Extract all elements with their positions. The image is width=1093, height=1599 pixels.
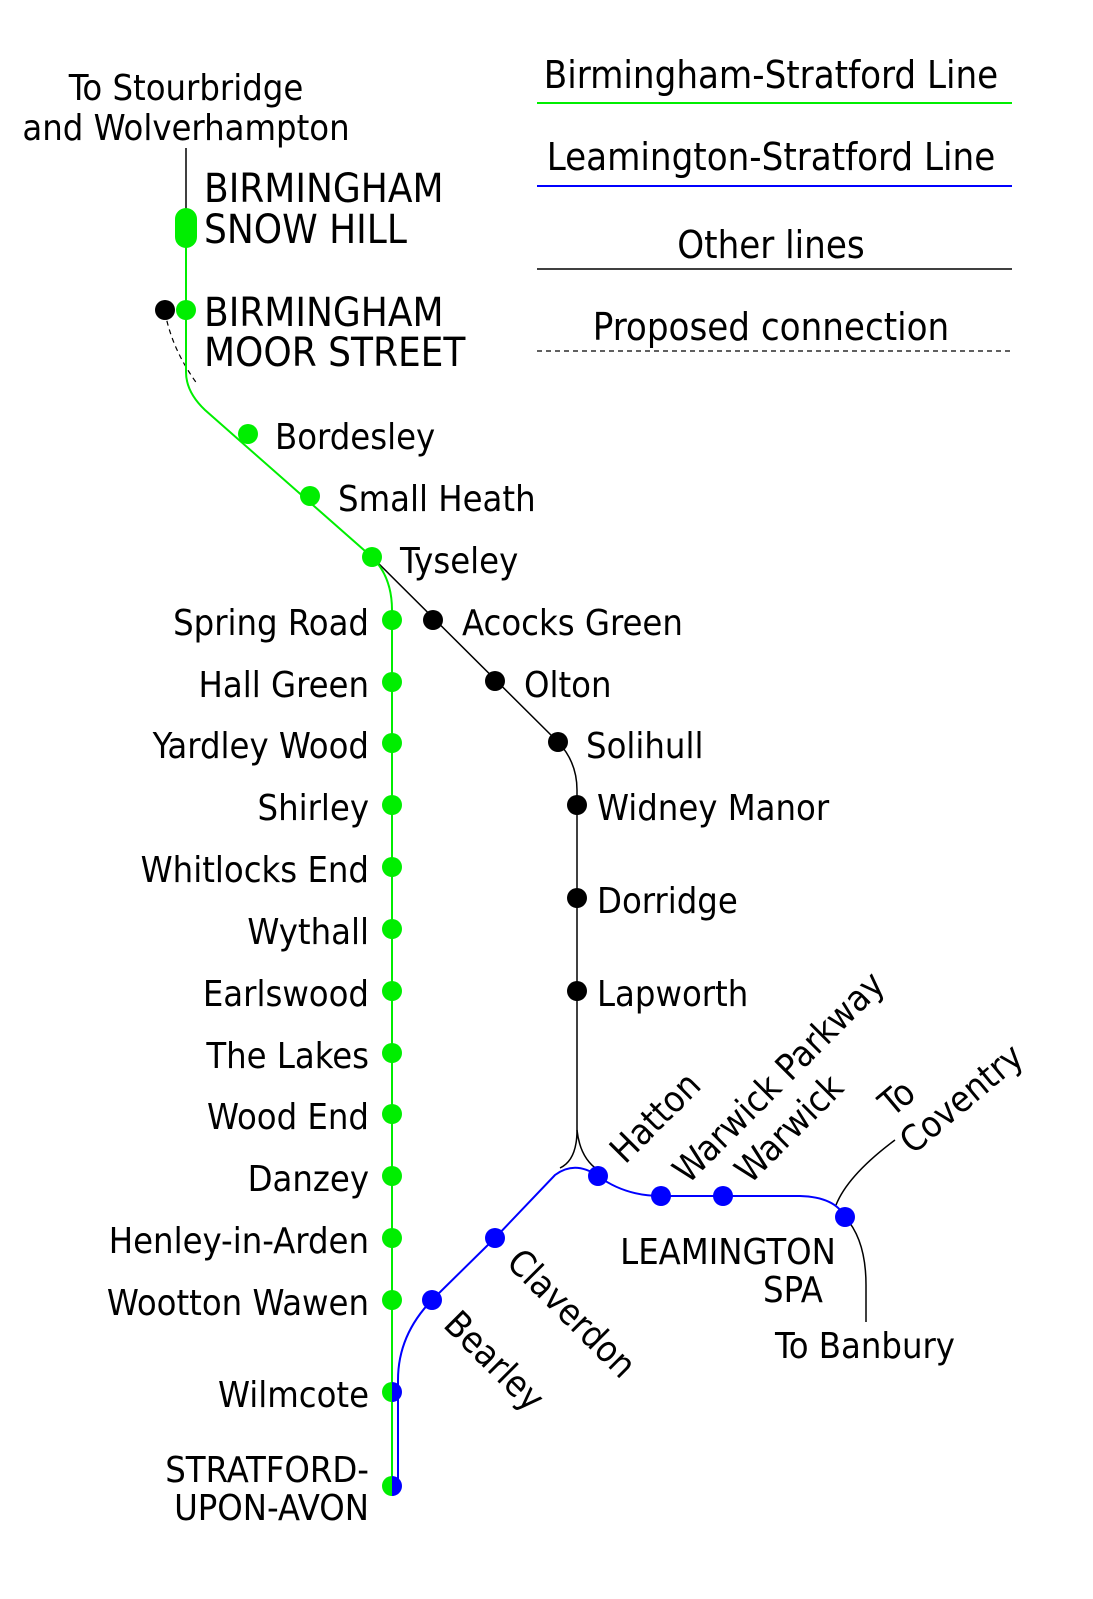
destination-stourbridge-label-line2: and Wolverhampton bbox=[22, 108, 349, 149]
station-marker-spring-road[interactable] bbox=[382, 610, 402, 630]
proposed-connection-line bbox=[164, 311, 199, 386]
line-lapworth-junction bbox=[559, 1129, 578, 1169]
station-marker-small-heath[interactable] bbox=[300, 486, 320, 506]
destination-labels: To Stourbridge and Wolverhampton To Cove… bbox=[22, 68, 1031, 1367]
station-marker-olton[interactable] bbox=[485, 671, 505, 691]
station-label-bearley: Bearley bbox=[436, 1303, 552, 1419]
station-marker-tyseley[interactable] bbox=[362, 547, 382, 567]
station-label-tyseley: Tyseley bbox=[399, 541, 518, 582]
station-label-danzey: Danzey bbox=[248, 1159, 369, 1200]
station-label-wythall: Wythall bbox=[247, 912, 369, 953]
line-lapworth-junction-right bbox=[576, 1129, 599, 1171]
birmingham-stratford-line bbox=[185, 210, 393, 1488]
station-label-earlswood: Earlswood bbox=[203, 974, 369, 1015]
station-marker-leamington-spa[interactable] bbox=[835, 1207, 855, 1227]
line-to-coventry bbox=[835, 1139, 896, 1206]
station-label-lapworth: Lapworth bbox=[597, 974, 748, 1015]
station-marker-bordesley[interactable] bbox=[238, 424, 258, 444]
legend-proposed-connection-label: Proposed connection bbox=[593, 305, 949, 349]
station-label-acocks-green: Acocks Green bbox=[462, 603, 683, 644]
station-label-leamington-line1: LEAMINGTON bbox=[620, 1232, 836, 1273]
station-marker-earlswood[interactable] bbox=[382, 981, 402, 1001]
station-label-wootton-wawen: Wootton Wawen bbox=[107, 1283, 369, 1324]
station-marker-wood-end[interactable] bbox=[382, 1104, 402, 1124]
destination-banbury-label: To Banbury bbox=[774, 1326, 955, 1367]
station-label-bordesley: Bordesley bbox=[275, 417, 435, 458]
station-marker-solihull[interactable] bbox=[548, 732, 568, 752]
station-marker-henley-in-arden[interactable] bbox=[382, 1228, 402, 1248]
station-label-the-lakes: The Lakes bbox=[205, 1036, 369, 1077]
station-marker-widney-manor[interactable] bbox=[567, 795, 587, 815]
station-marker-shirley[interactable] bbox=[382, 795, 402, 815]
station-marker-bearley[interactable] bbox=[422, 1290, 442, 1310]
legend: Birmingham-Stratford Line Leamington-Str… bbox=[537, 53, 1012, 352]
station-marker-wilmcote[interactable] bbox=[382, 1382, 402, 1402]
station-labels: BIRMINGHAM SNOW HILL BIRMINGHAM MOOR STR… bbox=[107, 166, 893, 1529]
station-marker-acocks-green[interactable] bbox=[423, 610, 443, 630]
station-label-widney-manor: Widney Manor bbox=[597, 788, 830, 829]
station-label-spring-road: Spring Road bbox=[173, 603, 369, 644]
station-marker-wootton-wawen[interactable] bbox=[382, 1290, 402, 1310]
station-label-shirley: Shirley bbox=[258, 788, 370, 829]
station-marker-moor-street-green[interactable] bbox=[176, 300, 196, 320]
green-trunk bbox=[185, 210, 393, 1488]
station-label-moor-street-line2: MOOR STREET bbox=[204, 330, 466, 376]
station-marker-wythall[interactable] bbox=[382, 919, 402, 939]
station-label-snow-hill-line1: BIRMINGHAM bbox=[204, 166, 444, 212]
station-label-solihull: Solihull bbox=[586, 726, 703, 767]
legend-leamington-stratford-label: Leamington-Stratford Line bbox=[547, 135, 996, 179]
station-label-wilmcote: Wilmcote bbox=[218, 1375, 369, 1416]
line-to-banbury bbox=[844, 1216, 867, 1322]
station-label-yardley-wood: Yardley Wood bbox=[152, 726, 369, 767]
station-marker-lapworth[interactable] bbox=[567, 981, 587, 1001]
legend-birmingham-stratford-label: Birmingham-Stratford Line bbox=[544, 53, 998, 97]
station-marker-moor-street-black[interactable] bbox=[155, 300, 175, 320]
station-marker-the-lakes[interactable] bbox=[382, 1043, 402, 1063]
station-marker-whitlocks-end[interactable] bbox=[382, 857, 402, 877]
station-marker-warwick[interactable] bbox=[713, 1186, 733, 1206]
station-label-moor-street-line1: BIRMINGHAM bbox=[204, 290, 444, 336]
station-marker-danzey[interactable] bbox=[382, 1166, 402, 1186]
station-marker-yardley-wood[interactable] bbox=[382, 733, 402, 753]
station-label-stratford-line2: UPON-AVON bbox=[174, 1488, 369, 1529]
destination-coventry-label: To Coventry bbox=[871, 1036, 1032, 1162]
station-marker-hatton[interactable] bbox=[588, 1166, 608, 1186]
station-label-wood-end: Wood End bbox=[207, 1097, 369, 1138]
station-label-leamington-line2: SPA bbox=[763, 1270, 823, 1311]
station-label-whitlocks-end: Whitlocks End bbox=[141, 850, 369, 891]
station-marker-claverdon[interactable] bbox=[485, 1228, 505, 1248]
station-marker-snow-hill[interactable] bbox=[175, 208, 197, 248]
station-markers bbox=[155, 208, 855, 1496]
station-marker-stratford-upon-avon[interactable] bbox=[382, 1476, 402, 1496]
station-marker-hall-green[interactable] bbox=[382, 672, 402, 692]
station-marker-warwick-parkway[interactable] bbox=[651, 1186, 671, 1206]
station-label-olton: Olton bbox=[524, 665, 612, 706]
station-label-stratford-line1: STRATFORD- bbox=[165, 1450, 369, 1491]
destination-stourbridge-label-line1: To Stourbridge bbox=[68, 68, 304, 109]
station-label-hall-green: Hall Green bbox=[198, 665, 369, 706]
station-marker-dorridge[interactable] bbox=[567, 888, 587, 908]
station-label-henley-in-arden: Henley-in-Arden bbox=[109, 1221, 369, 1262]
legend-other-lines-label: Other lines bbox=[677, 223, 864, 267]
station-label-small-heath: Small Heath bbox=[338, 479, 536, 520]
station-label-snow-hill-line2: SNOW HILL bbox=[204, 207, 407, 253]
station-label-dorridge: Dorridge bbox=[597, 881, 738, 922]
